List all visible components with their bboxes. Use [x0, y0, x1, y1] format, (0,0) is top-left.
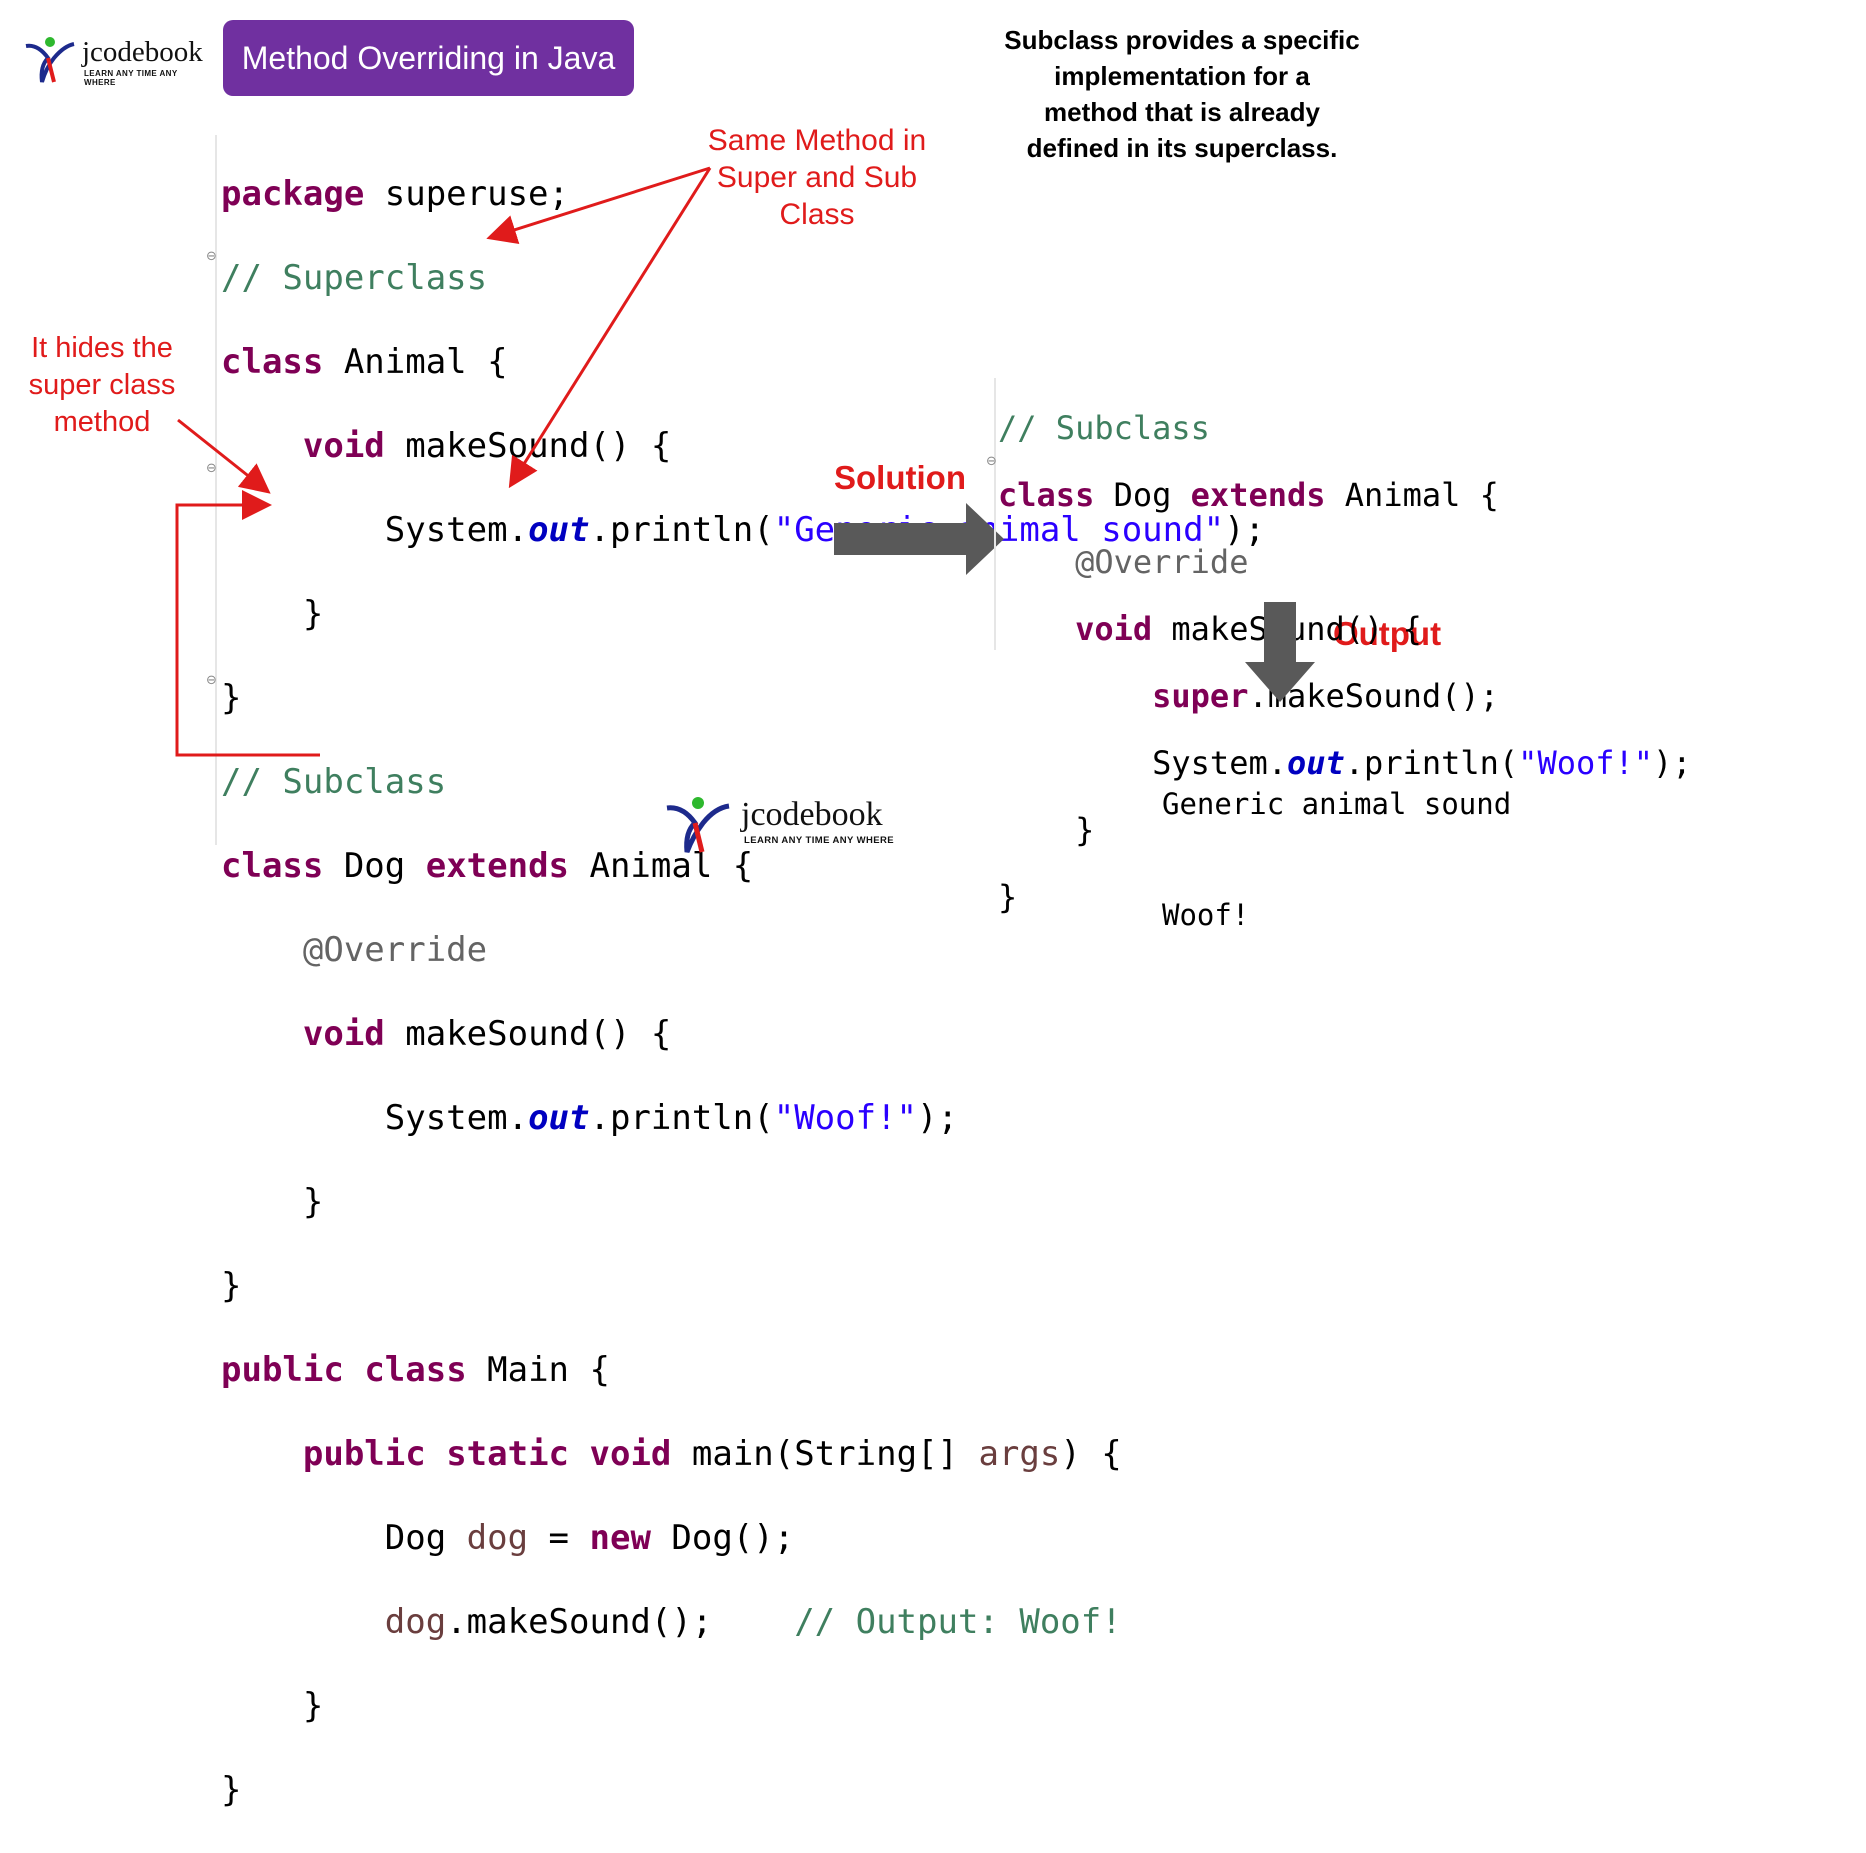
logo-name: jcodebook — [82, 36, 203, 68]
fold-marker-icon: ⊖ — [206, 461, 217, 476]
output-arrow-icon — [1245, 602, 1315, 702]
code-line-5: super.makeSound(); — [1152, 676, 1499, 715]
right-code-block: // Subclass class Dog extends Animal { @… — [998, 378, 1692, 948]
code-line-2: // Superclass — [221, 258, 488, 298]
logo-mark-icon — [666, 797, 730, 853]
left-code-gutter — [215, 135, 217, 845]
code-line-11: void makeSound() { — [302, 1014, 672, 1054]
code-line-10: @Override — [302, 930, 488, 970]
code-line-1: // Subclass — [998, 408, 1210, 447]
code-line-20: } — [221, 1770, 242, 1810]
code-line-12: System.out.println("Woof!"); — [384, 1098, 958, 1138]
code-line-15: public class Main { — [221, 1350, 610, 1390]
program-output: Generic animal sound Woof! — [1162, 712, 1511, 971]
fold-marker-icon: ⊖ — [206, 249, 217, 264]
code-line-6: System.out.println("Woof!"); — [1152, 743, 1692, 782]
code-line-18: dog.makeSound(); // Output: Woof! — [384, 1602, 1122, 1642]
solution-arrow-icon — [834, 503, 1004, 575]
page-title: Method Overriding in Java — [241, 39, 616, 76]
definition-line: Subclass provides a specific — [1004, 25, 1360, 55]
logo-tagline: LEARN ANY TIME ANY WHERE — [84, 69, 178, 87]
code-line-7: } — [998, 810, 1095, 849]
code-line-4: void makeSound() { — [1075, 609, 1422, 648]
logo-bottom: jcodebook LEARN ANY TIME ANY WHERE — [665, 796, 897, 854]
fold-marker-icon: ⊖ — [206, 673, 217, 688]
right-code-gutter — [994, 378, 996, 650]
output-line: Woof! — [1162, 898, 1250, 932]
code-line-2: class Dog extends Animal { — [998, 475, 1499, 514]
definition-line: implementation for a — [1054, 61, 1310, 91]
code-line-14: } — [221, 1266, 242, 1306]
logo-tagline: LEARN ANY TIME ANY WHERE — [744, 835, 894, 846]
title-banner: Method Overriding in Java — [223, 20, 634, 96]
code-line-19: } — [221, 1686, 324, 1726]
code-line-8: } — [998, 877, 1018, 916]
code-line-13: } — [221, 1182, 324, 1222]
output-line: Generic animal sound — [1162, 787, 1512, 821]
code-line-3: @Override — [1075, 542, 1249, 581]
note-hides-method: It hides the super class method — [28, 332, 176, 438]
definition-text: Subclass provides a specific implementat… — [990, 22, 1374, 166]
definition-line: defined in its superclass. — [1026, 133, 1338, 163]
code-line-16: public static void main(String[] args) { — [302, 1434, 1122, 1474]
code-line-17: Dog dog = new Dog(); — [384, 1518, 795, 1558]
logo-name: jcodebook — [741, 796, 883, 833]
code-line-3: class Animal { — [221, 342, 508, 382]
code-line-8: // Subclass — [221, 762, 447, 802]
code-line-5: System.out.println("Generic animal sound… — [384, 510, 1266, 550]
code-line-9: class Dog extends Animal { — [221, 846, 754, 886]
label-output: Output — [1332, 615, 1442, 652]
logo-mark-icon — [25, 37, 75, 83]
logo-top: jcodebook LEARN ANY TIME ANY WHERE — [24, 36, 204, 87]
label-solution: Solution — [834, 459, 966, 496]
note-same-method: Same Method in Super and Sub Class — [707, 124, 927, 231]
fold-marker-icon: ⊖ — [986, 454, 997, 469]
definition-line: method that is already — [1044, 97, 1320, 127]
